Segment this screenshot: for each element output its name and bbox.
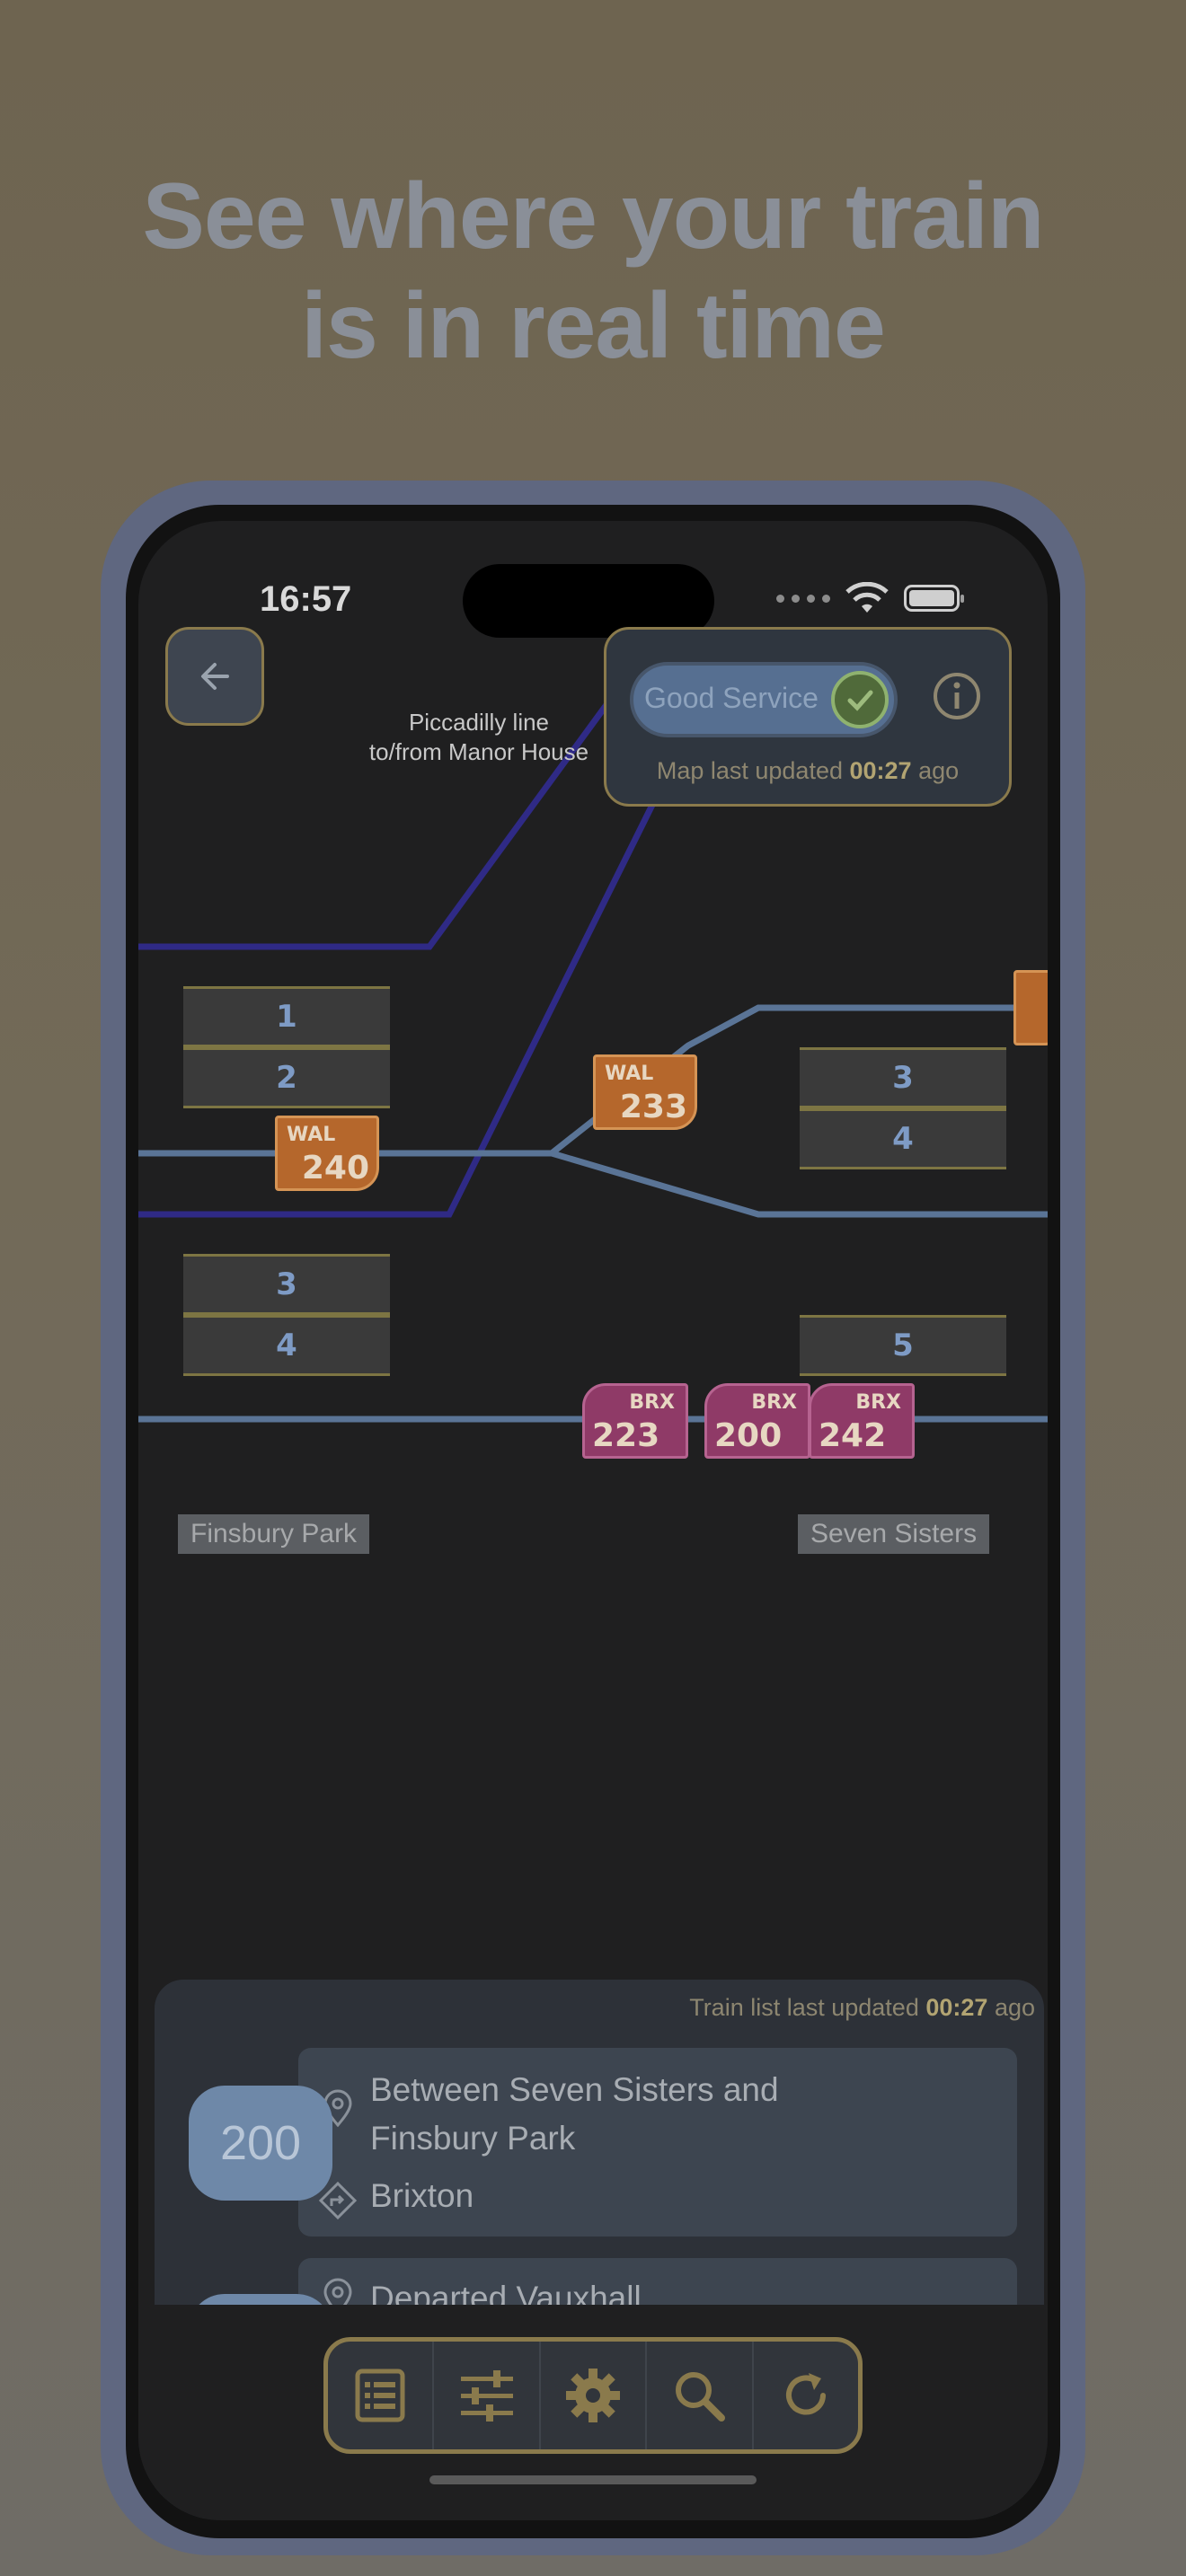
platform-left-2[interactable]: 2: [183, 1047, 390, 1108]
train-location-line-2: Finsbury Park: [370, 2120, 576, 2157]
battery-icon: [904, 585, 964, 612]
piccadilly-label: Piccadilly line to/from Manor House: [349, 708, 609, 767]
service-status-label: Good Service: [644, 682, 819, 714]
map-updated-suffix: ago: [918, 757, 960, 784]
train-list-updated-text: Train list last updated 00:27 ago: [689, 1994, 1035, 2022]
train-id-badge: 200: [189, 2086, 332, 2201]
victoria-track-branch: [551, 1150, 1048, 1218]
home-indicator[interactable]: [429, 2475, 757, 2484]
train-tag-brx-200[interactable]: BRX 200: [704, 1383, 810, 1459]
back-arrow-icon: [201, 663, 229, 690]
back-button[interactable]: [165, 627, 264, 726]
list-updated-prefix: Train list last updated: [689, 1994, 919, 2021]
platform-left-4[interactable]: 4: [183, 1315, 390, 1376]
piccadilly-label-line-1: Piccadilly line: [408, 709, 550, 736]
train-location-line-1: Between Seven Sisters and: [370, 2071, 779, 2108]
map-updated-prefix: Map last updated: [656, 757, 843, 784]
train-tag-brx-242[interactable]: BRX 242: [809, 1383, 915, 1459]
train-tag-number: 233: [619, 1089, 687, 1125]
platform-right-3[interactable]: 3: [800, 1047, 1006, 1108]
bottom-toolbar: [323, 2337, 863, 2454]
station-label-seven-sisters[interactable]: Seven Sisters: [798, 1514, 990, 1554]
train-tag-code: BRX: [751, 1391, 797, 1414]
train-tag-wal-233[interactable]: WAL 233: [593, 1054, 697, 1130]
train-tag-code: WAL: [287, 1124, 336, 1146]
list-updated-value: 00:27: [925, 1994, 988, 2021]
check-icon: [831, 671, 889, 728]
train-tag-code: BRX: [629, 1391, 675, 1414]
train-tag-brx-223[interactable]: BRX 223: [582, 1383, 688, 1459]
settings-button[interactable]: [541, 2342, 648, 2449]
info-icon[interactable]: [932, 671, 982, 721]
train-tag-number: 242: [819, 1417, 887, 1454]
headline-line-2: is in real time: [301, 274, 886, 378]
platform-right-5[interactable]: 5: [800, 1315, 1006, 1376]
piccadilly-label-line-2: to/from Manor House: [368, 738, 589, 765]
refresh-icon: [785, 2373, 826, 2415]
wifi-icon: [845, 582, 889, 613]
gear-icon: [566, 2369, 621, 2422]
piccadilly-track-upper: [138, 703, 608, 950]
status-time: 16:57: [260, 579, 352, 619]
signal-icon: [776, 594, 830, 603]
refresh-button[interactable]: [754, 2342, 858, 2449]
service-status-panel: Good Service Map last updated 00:27 ago: [604, 627, 1012, 807]
platform-left-3[interactable]: 3: [183, 1254, 390, 1315]
piccadilly-track-lower: [138, 789, 663, 1218]
platform-left-1[interactable]: 1: [183, 986, 390, 1047]
list-updated-suffix: ago: [994, 1994, 1035, 2021]
direction-icon: [318, 2181, 358, 2220]
train-tag-number: 223: [592, 1417, 660, 1454]
platform-right-4[interactable]: 4: [800, 1108, 1006, 1169]
train-tag-wal-240[interactable]: WAL 240: [275, 1116, 379, 1191]
train-list-item[interactable]: Between Seven Sisters and Finsbury Park …: [298, 2048, 1017, 2236]
service-status-pill[interactable]: Good Service: [630, 662, 898, 737]
dynamic-island: [463, 564, 714, 638]
map-updated-text: Map last updated 00:27 ago: [606, 757, 1009, 785]
victoria-track-main: [138, 1004, 1048, 1157]
search-icon: [676, 2372, 726, 2422]
train-tag-number: 200: [714, 1417, 783, 1454]
train-tag-wal-offscreen[interactable]: [1013, 970, 1048, 1045]
train-tag-code: BRX: [855, 1391, 901, 1414]
location-pin-icon: [323, 2278, 352, 2316]
list-button[interactable]: [328, 2342, 435, 2449]
train-destination: Brixton: [370, 2177, 474, 2214]
marketing-headline: See where your train is in real time: [0, 162, 1186, 381]
list-icon: [355, 2369, 405, 2422]
station-label-finsbury-park[interactable]: Finsbury Park: [178, 1514, 370, 1554]
train-tag-code: WAL: [605, 1063, 654, 1085]
status-icons: [776, 580, 964, 616]
map-updated-value: 00:27: [849, 757, 912, 784]
search-button[interactable]: [647, 2342, 754, 2449]
phone-screen: Piccadilly line to/from Manor House 1 2 …: [138, 521, 1048, 2520]
sliders-icon: [460, 2370, 513, 2422]
train-tag-number: 240: [301, 1150, 369, 1187]
filter-button[interactable]: [434, 2342, 541, 2449]
headline-line-1: See where your train: [142, 164, 1044, 269]
